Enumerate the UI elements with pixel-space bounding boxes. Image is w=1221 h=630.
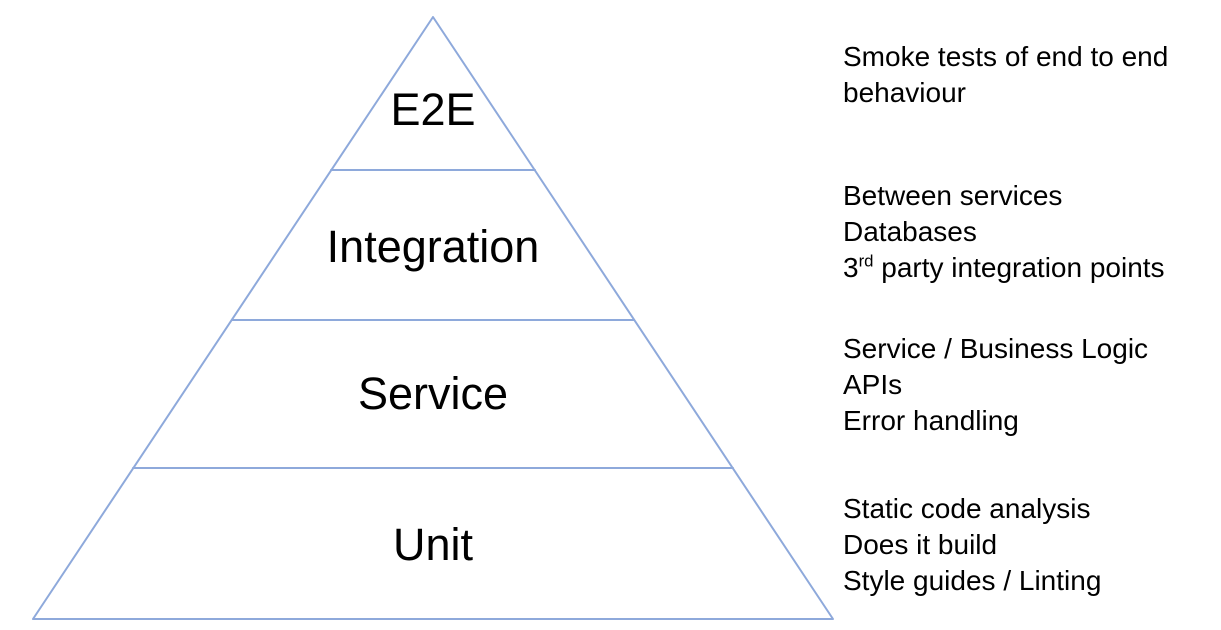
pyramid-outline — [32, 16, 834, 620]
annotation-line: Databases — [843, 216, 977, 247]
annotation-e2e: Smoke tests of end to end behaviour — [843, 39, 1215, 111]
annotation-text-rest: party integration points — [873, 252, 1165, 283]
annotation-line: Does it build — [843, 529, 998, 560]
pyramid-level-label-service: Service — [357, 368, 509, 419]
annotation-service: Service / Business Logic APIs Error hand… — [843, 331, 1215, 439]
annotation-line: Style guides / Linting — [843, 565, 1102, 596]
annotation-line: Between services — [843, 180, 1063, 211]
annotation-line: Service / Business Logic — [843, 333, 1149, 364]
annotation-line: behaviour — [843, 77, 966, 108]
pyramid-level-label-unit: Unit — [392, 519, 474, 570]
annotation-unit: Static code analysis Does it build Style… — [843, 491, 1215, 599]
annotation-integration: Between services Databases 3rd party int… — [843, 178, 1215, 286]
annotation-text-base: 3 — [843, 252, 859, 283]
annotation-line: Error handling — [843, 405, 1019, 436]
annotation-line: 3rd party integration points — [843, 250, 1215, 286]
annotation-line: APIs — [843, 369, 903, 400]
annotation-text-superscript: rd — [858, 251, 874, 271]
pyramid-level-label-integration: Integration — [326, 221, 540, 272]
annotation-line: Static code analysis — [843, 493, 1091, 524]
pyramid-level-label-e2e: E2E — [390, 84, 476, 135]
annotation-line: Smoke tests of end to end — [843, 41, 1169, 72]
